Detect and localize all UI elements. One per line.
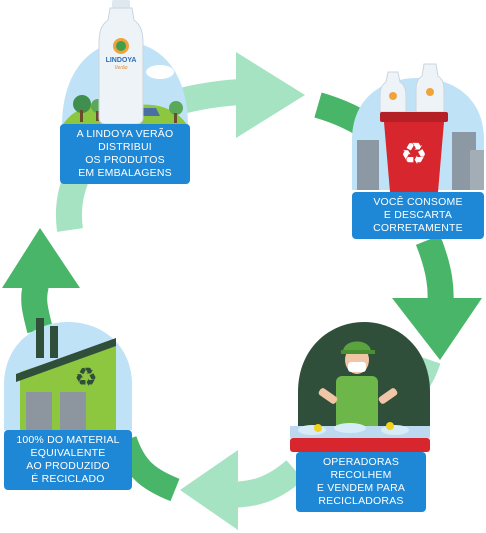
- step-distribute-label: A LINDOYA VERÃO DISTRIBUI OS PRODUTOS EM…: [60, 124, 190, 184]
- collect-scene: [290, 322, 430, 452]
- brand-name: LINDOYA: [106, 57, 137, 64]
- distribute-scene: LINDOYA Verão: [62, 0, 188, 126]
- consume-scene: ♻: [352, 63, 484, 192]
- step-collect-label: OPERADORAS RECOLHEM E VENDEM PARA RECICL…: [296, 452, 426, 512]
- recycle-scene: ♻: [4, 318, 132, 430]
- recycle-icon: ♻: [74, 363, 97, 393]
- brand-sub: Verão: [114, 65, 127, 71]
- arrow-bottom-left: [113, 435, 180, 502]
- bottle-icon: LINDOYA Verão: [98, 0, 144, 125]
- worker-icon: [318, 341, 398, 432]
- factory-icon: ♻: [16, 318, 116, 430]
- arrow-top-head: [236, 52, 305, 138]
- arrow-right-head: [392, 298, 482, 360]
- step-consume-label: VOCÊ CONSOME E DESCARTA CORRETAMENTE: [352, 192, 484, 239]
- arrow-left-head: [2, 228, 80, 288]
- svg-text:♻: ♻: [401, 137, 428, 172]
- arrow-bottom-head: [180, 450, 238, 530]
- step-recycle-label: 100% DO MATERIAL EQUIVALENTE AO PRODUZID…: [4, 430, 132, 490]
- recycle-bin-icon: ♻: [380, 112, 448, 192]
